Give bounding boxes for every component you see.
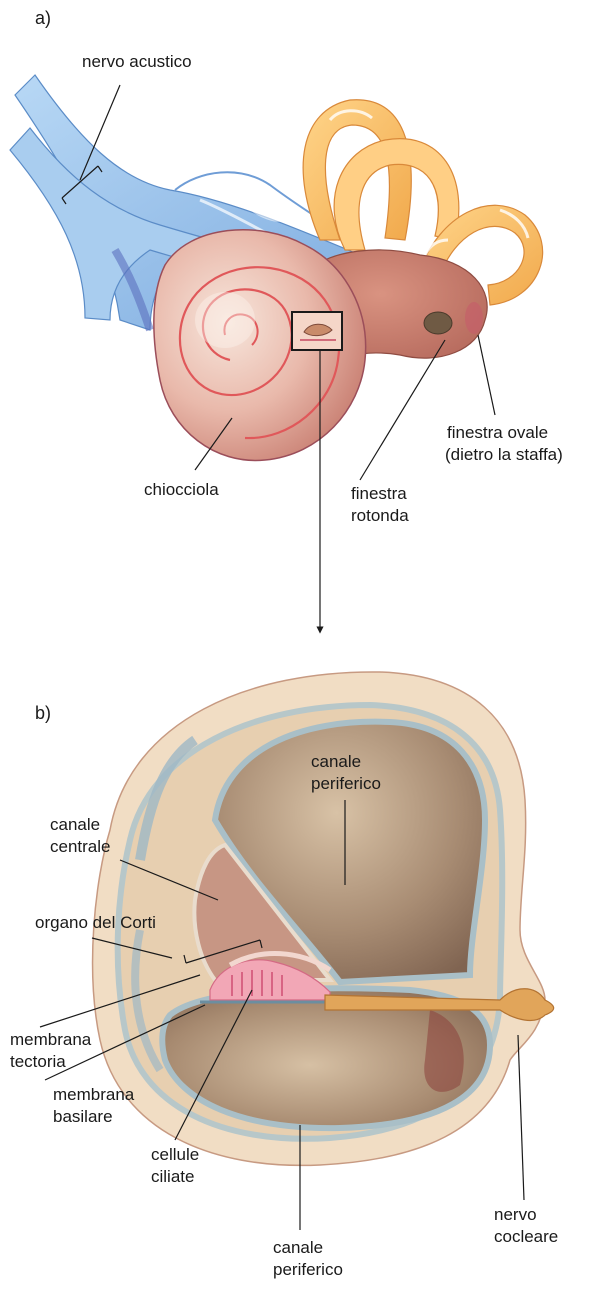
round-window <box>424 312 452 334</box>
oval-window <box>465 302 483 334</box>
cochlear-cross-section <box>93 672 554 1165</box>
label-tectorial-line2: tectoria <box>10 1052 66 1072</box>
label-cochlear-nerve-line2: cocleare <box>494 1227 558 1247</box>
label-hair-cells-line2: ciliate <box>151 1167 194 1187</box>
label-hair-cells-line1: cellule <box>151 1145 199 1165</box>
label-oval-window-line2: (dietro la staffa) <box>445 445 563 465</box>
label-upper-peripheral-line2: periferico <box>311 774 381 794</box>
label-central-canal-line2: centrale <box>50 837 110 857</box>
label-upper-peripheral-line1: canale <box>311 752 361 772</box>
label-basilar-line1: membrana <box>53 1085 134 1105</box>
label-basilar-line2: basilare <box>53 1107 113 1127</box>
zoom-box <box>292 312 342 350</box>
label-acoustic-nerve: nervo acustico <box>82 52 192 72</box>
label-round-window-line2: rotonda <box>351 506 409 526</box>
label-lower-peripheral-line1: canale <box>273 1238 323 1258</box>
panel-b-tag: b) <box>35 703 51 724</box>
label-organ-of-corti: organo del Corti <box>35 913 156 933</box>
panel-a-tag: a) <box>35 8 51 29</box>
label-cochlear-nerve-line1: nervo <box>494 1205 537 1225</box>
label-round-window-line1: finestra <box>351 484 407 504</box>
label-tectorial-line1: membrana <box>10 1030 91 1050</box>
label-oval-window-line1: finestra ovale <box>447 423 548 443</box>
label-cochlea: chiocciola <box>144 480 219 500</box>
label-central-canal-line1: canale <box>50 815 100 835</box>
label-lower-peripheral-line2: periferico <box>273 1260 343 1280</box>
